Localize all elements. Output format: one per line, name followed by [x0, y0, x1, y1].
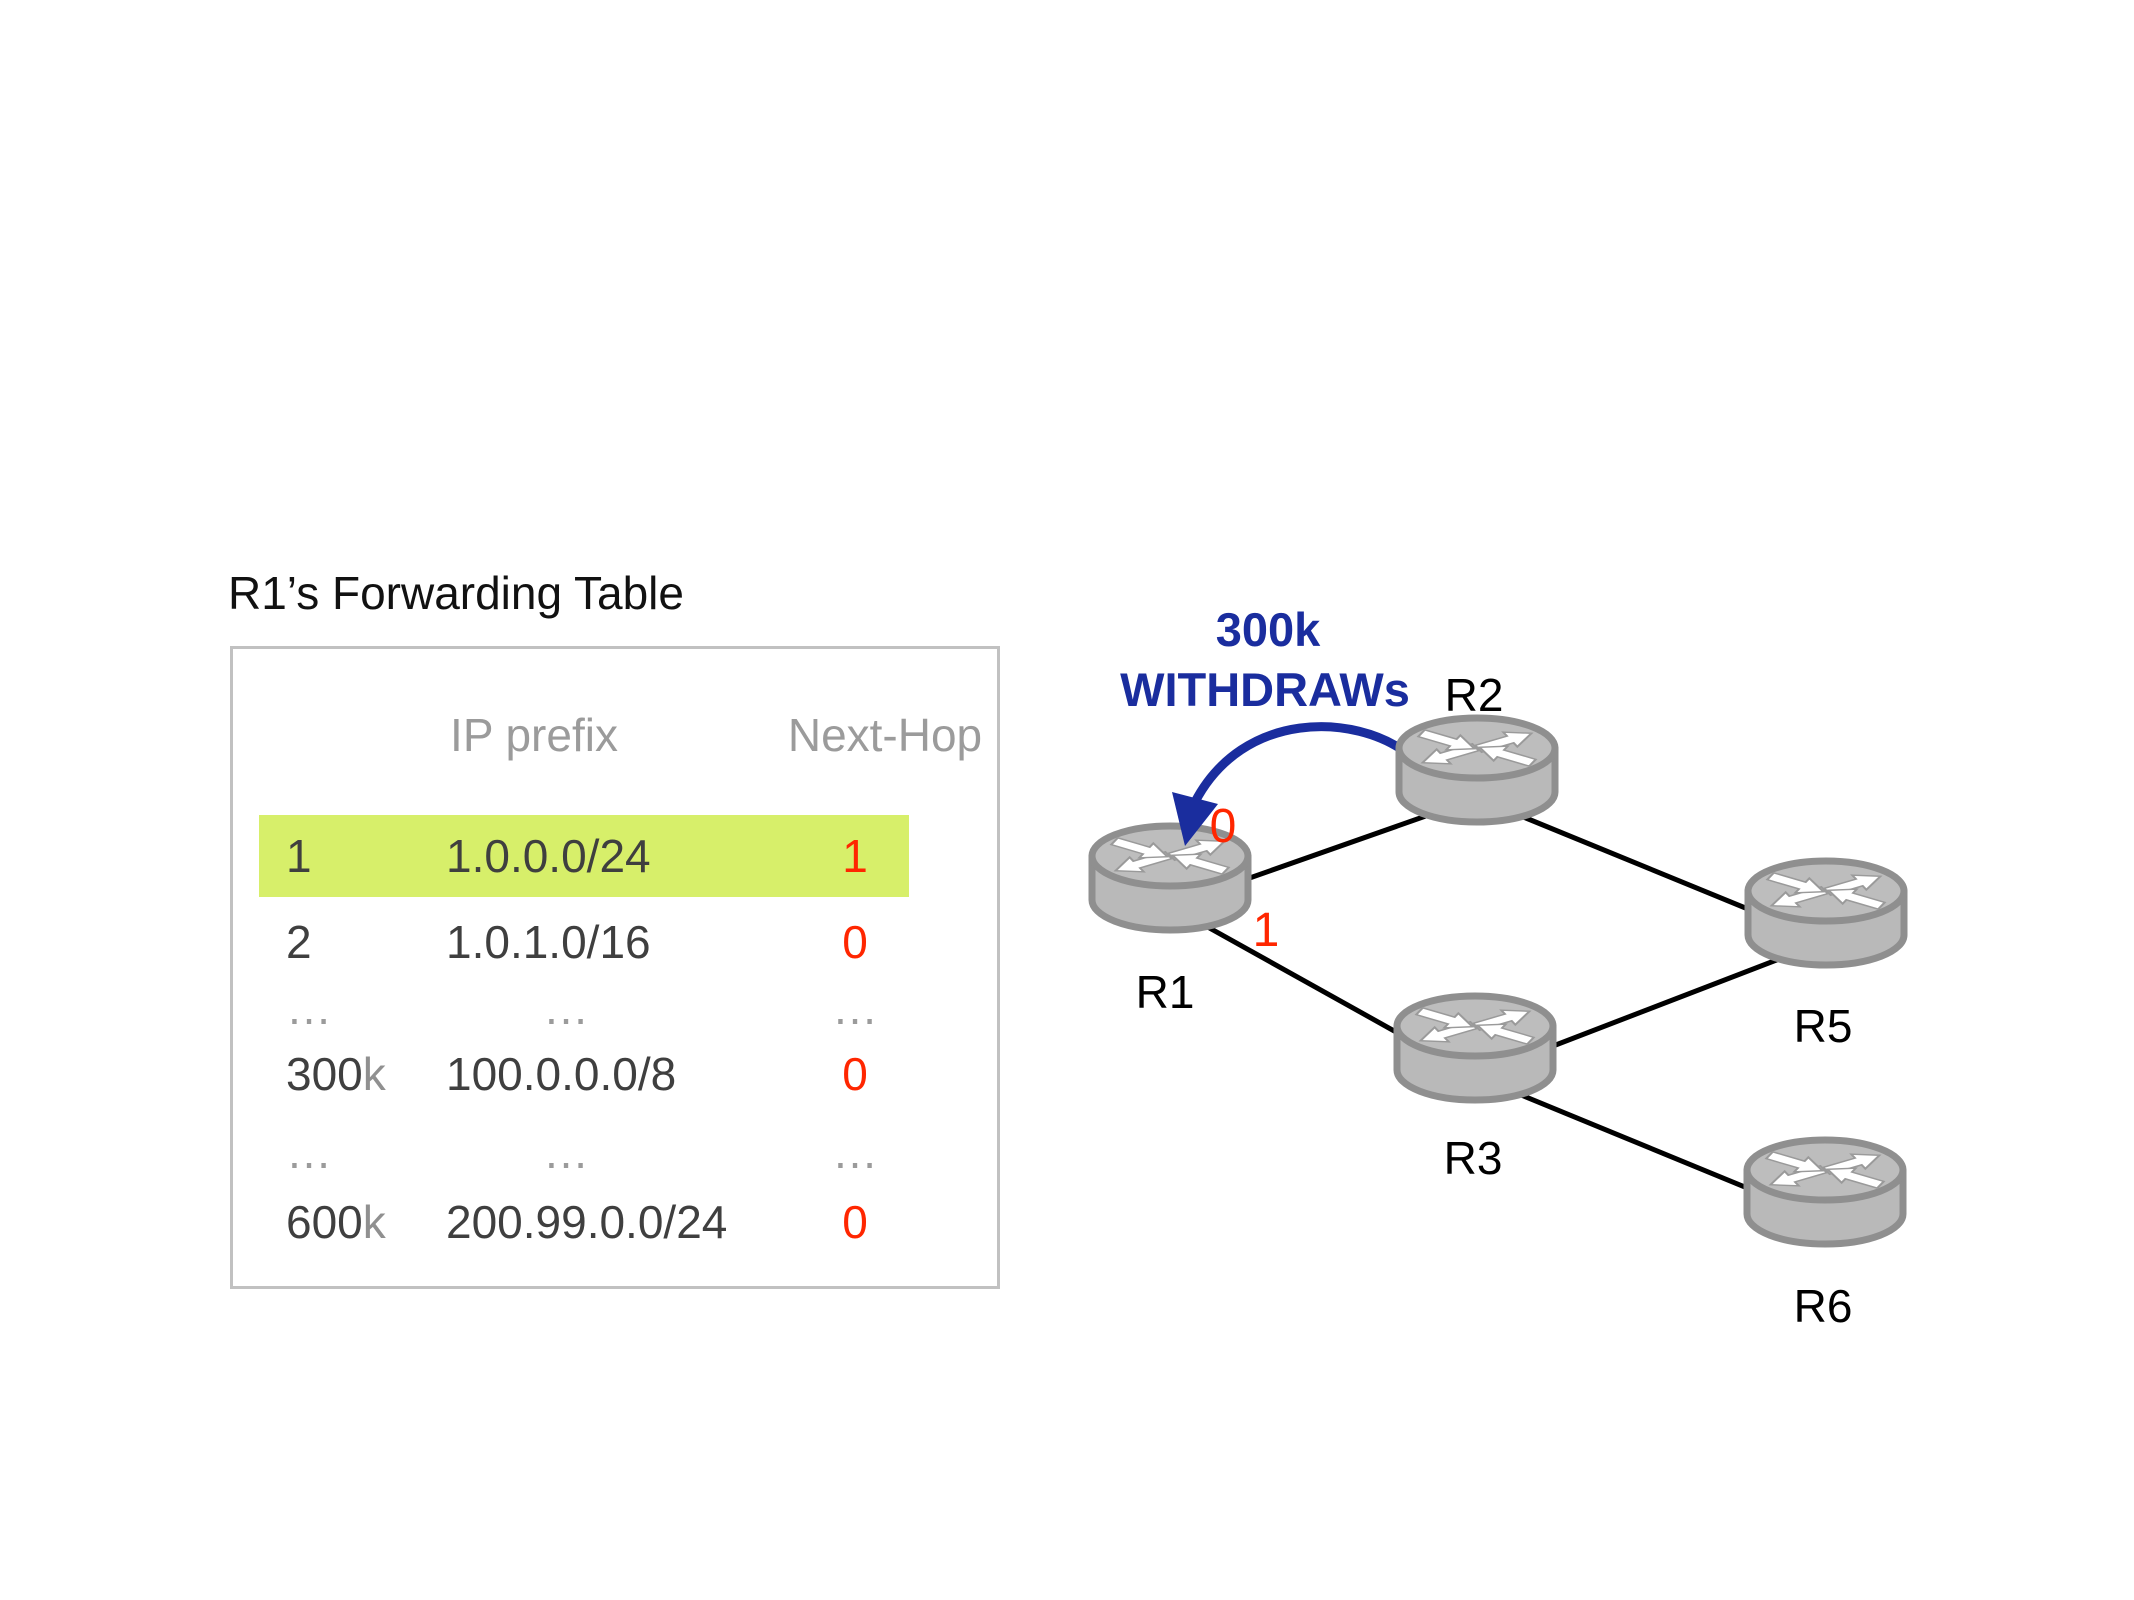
row-index: 300k: [286, 1048, 386, 1100]
port-label-0: 0: [1210, 800, 1237, 853]
annotation-300k: 300k: [1216, 603, 1321, 656]
row-next-hop: 0: [842, 1196, 868, 1248]
page-title: R1’s Forwarding Table: [228, 567, 684, 619]
row-index-suffix: k: [362, 1048, 386, 1100]
row-ip-prefix: 1.0.1.0/16: [446, 916, 651, 968]
router-label-r1: R1: [1136, 966, 1195, 1018]
router-icon-r6: [1747, 1140, 1903, 1244]
router-icon-r2: [1399, 718, 1555, 822]
row-next-hop: …: [832, 1126, 878, 1178]
row-ip-prefix: …: [543, 982, 589, 1034]
row-ip-prefix: 200.99.0.0/24: [446, 1196, 728, 1248]
table-row: 1 1.0.0.0/24 1: [259, 815, 909, 897]
table-header-row: IP prefix Next-Hop: [259, 694, 982, 776]
router-label-r6: R6: [1794, 1280, 1853, 1332]
port-label-1: 1: [1253, 904, 1280, 957]
row-index: …: [286, 1126, 332, 1178]
row-next-hop: 1: [842, 830, 868, 882]
row-next-hop: 0: [842, 1048, 868, 1100]
router-label-r3: R3: [1444, 1132, 1503, 1184]
table-row: 2 1.0.1.0/16 0: [259, 901, 909, 983]
forwarding-table: IP prefix Next-Hop 1 1.0.0.0/24 1 2 1.0.1.0/…: [230, 646, 1000, 1289]
table-header-next-hop: Next-Hop: [787, 709, 983, 761]
router-icon-r3: [1397, 996, 1553, 1100]
table-row: 300k 100.0.0.0/8 0: [259, 1033, 909, 1115]
annotation-withdraws: WITHDRAWs: [1120, 663, 1410, 716]
router-label-r5: R5: [1794, 1000, 1853, 1052]
row-ip-prefix: 1.0.0.0/24: [446, 830, 651, 882]
row-index: 600k: [286, 1196, 386, 1248]
router-icon-r5: [1748, 861, 1904, 965]
row-index: …: [286, 982, 332, 1034]
row-next-hop: …: [832, 982, 878, 1034]
table-header-ip-prefix: IP prefix: [450, 709, 618, 761]
row-index: 2: [286, 916, 312, 968]
table-row: 600k 200.99.0.0/24 0: [259, 1181, 909, 1263]
row-index: 1: [286, 830, 312, 882]
table-row: … … …: [259, 967, 909, 1049]
row-ip-prefix: …: [543, 1126, 589, 1178]
table-row: … … …: [259, 1111, 909, 1193]
row-index-suffix: k: [362, 1196, 386, 1248]
row-next-hop: 0: [842, 916, 868, 968]
router-label-r2: R2: [1445, 669, 1504, 721]
row-ip-prefix: 100.0.0.0/8: [446, 1048, 677, 1100]
withdraw-arrowhead-icon: [1172, 792, 1218, 846]
withdraw-arrow-arc: [1190, 722, 1413, 807]
